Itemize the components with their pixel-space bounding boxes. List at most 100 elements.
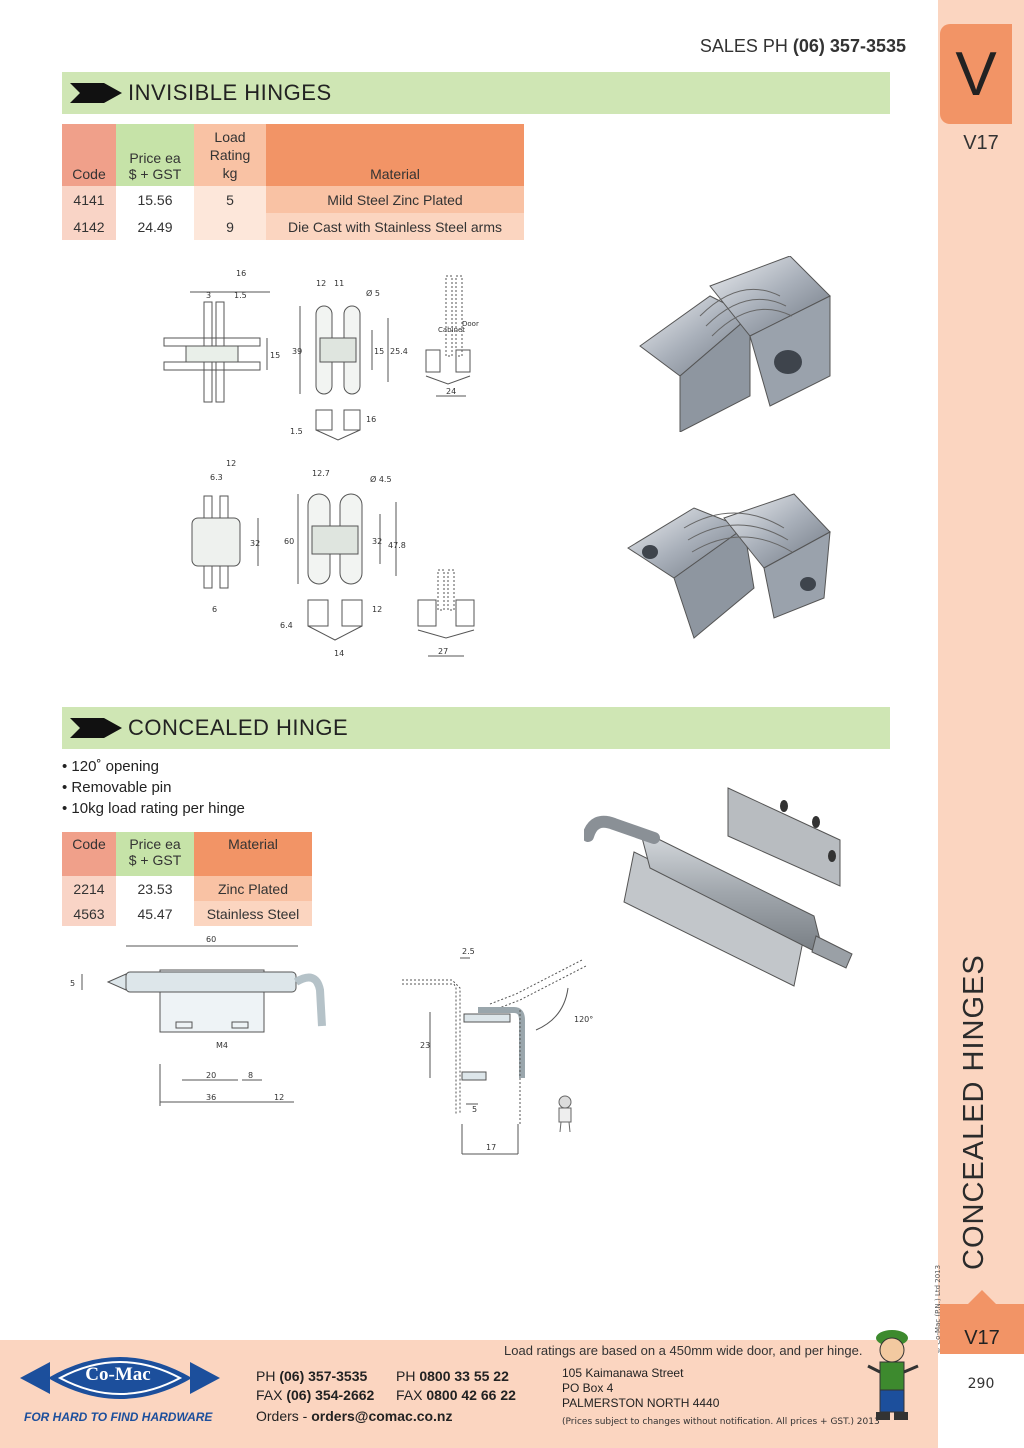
page-code-bottom: V17 [940,1290,1024,1354]
dim-15b: 15 [374,347,384,356]
dim-5b: 5 [472,1105,477,1114]
invisible-hinge-4141-diagram: 16 3 1.5 15 12 11 Ø 5 39 15 25.4 1.5 16 … [163,269,479,441]
dim-60: 60 [206,935,216,944]
invisible-hinges-bar: INVISIBLE HINGES [62,72,890,114]
dim-47-8: 47.8 [388,541,406,550]
dim-20: 20 [206,1071,216,1080]
cell-price: 23.53 [116,876,194,901]
address-line: 105 Kaimanawa Street [562,1366,684,1380]
col-load: Load Rating kg [194,124,266,186]
concealed-hinge-table: Code Price ea $ + GST Material 2214 23.5… [62,832,312,926]
tagline: FOR HARD TO FIND HARDWARE [24,1410,213,1424]
col-price: Price ea $ + GST [116,124,194,186]
footer-fax: FAX (06) 354-2662 [256,1387,374,1403]
concealed-hinge-bar: CONCEALED HINGE [62,707,890,749]
concealed-hinge-drawing-top: 2.5 23 5 17 120° [402,947,593,1155]
dim-12: 12 [316,279,326,288]
cell-code: 2214 [62,876,116,901]
fax-number: (06) 354-2662 [286,1387,375,1403]
list-item: • Removable pin [62,779,172,796]
dim-16: 16 [236,269,246,278]
cell-price: 15.56 [116,186,194,213]
dim-12-7: 12.7 [312,469,330,478]
cell-price: 45.47 [116,901,194,926]
footer-orders: Orders - orders@comac.co.nz [256,1408,453,1424]
dim-8: 8 [248,1071,253,1080]
cell-load: 5 [194,186,266,213]
fax-label: FAX [396,1387,423,1403]
address-line: PO Box 4 [562,1381,614,1395]
logo-text: Co-Mac [85,1364,151,1385]
dim-m4: M4 [216,1041,228,1050]
label-door: Door [462,320,479,328]
dim-11: 11 [334,279,344,288]
dim-12: 12 [226,459,236,468]
cell-code: 4563 [62,901,116,926]
invisible-hinge-photo-1 [639,256,831,432]
dim-23: 23 [420,1041,430,1050]
footer [0,1340,938,1448]
dim-120deg: 120° [574,1015,593,1024]
dim-3: 3 [206,291,211,300]
dim-12b: 12 [372,605,382,614]
concealed-hinge-drawing-side: 60 5 M4 20 8 36 12 [70,935,326,1106]
dim-27: 27 [438,647,448,656]
page-code-top: V17 [963,132,999,154]
dim-2-5: 2.5 [462,947,475,956]
dim-32b: 32 [372,537,382,546]
dim-36: 36 [206,1093,216,1102]
dim-14: 14 [334,649,344,658]
cell-code: 4141 [62,186,116,213]
cell-material: Zinc Plated [194,876,312,901]
fine-print: (Prices subject to changes without notif… [562,1417,880,1427]
section-title: CONCEALED HINGE [128,715,349,740]
footer-address: 105 Kaimanawa Street PO Box 4 PALMERSTON… [562,1366,719,1411]
table-row: 2214 23.53 Zinc Plated [62,876,312,901]
dim-15: 15 [270,351,280,360]
feature-list: • 120˚ opening • Removable pin • 10kg lo… [62,756,245,819]
col-material: Material [194,832,312,876]
side-title: CONCEALED HINGES [958,954,990,1270]
invisible-hinge-4142-diagram: 12 6.3 32 6 12.7 Ø 4.5 60 32 47.8 12 6.4… [191,459,475,658]
dim-17: 17 [486,1143,496,1152]
ph-number: (06) 357-3535 [279,1368,368,1384]
fax-number: 0800 42 66 22 [426,1387,516,1403]
orders-label: Orders - [256,1408,308,1424]
dim-60: 60 [284,537,294,546]
dim-12: 12 [274,1093,284,1102]
footer-fax-2: FAX 0800 42 66 22 [396,1387,516,1403]
dim-5: 5 [70,979,75,988]
col-code: Code [62,124,116,186]
arrow-icon [70,83,122,103]
ph-label: PH [396,1368,416,1384]
cell-material: Mild Steel Zinc Plated [266,186,524,213]
cell-price: 24.49 [116,213,194,240]
ph-number: 0800 33 55 22 [419,1368,509,1384]
invisible-hinge-photo-2 [627,493,831,639]
invisible-hinges-table: Code Price ea $ + GST Load Rating kg Mat… [62,124,524,240]
list-item: • 10kg load rating per hinge [62,800,245,817]
dim-39: 39 [292,347,302,356]
orders-email-link[interactable]: orders@comac.co.nz [311,1408,453,1424]
list-item: • 120˚ opening [62,758,159,775]
table-row: 4142 24.49 9 Die Cast with Stainless Ste… [62,213,524,240]
table-row: 4141 15.56 5 Mild Steel Zinc Plated [62,186,524,213]
dim-6: 6 [212,605,217,614]
dim-1-5b: 1.5 [290,427,303,436]
dim-6-4: 6.4 [280,621,293,630]
mascot-small-icon [558,1095,572,1133]
cell-load: 9 [194,213,266,240]
dim-6-3: 6.3 [210,473,223,482]
dim-25-4: 25.4 [390,347,408,356]
cell-material: Stainless Steel [194,901,312,926]
fax-label: FAX [256,1387,283,1403]
mascot-icon [867,1330,919,1420]
ph-label: PH [256,1368,276,1384]
address-line: PALMERSTON NORTH 4440 [562,1396,720,1410]
table-row: 4563 45.47 Stainless Steel [62,901,312,926]
side-band [938,0,1024,1340]
comac-logo [20,1357,220,1399]
label-cabinet: Cabinet [438,326,465,334]
footer-phone-2: PH 0800 33 55 22 [396,1368,509,1384]
arrow-icon [70,718,122,738]
